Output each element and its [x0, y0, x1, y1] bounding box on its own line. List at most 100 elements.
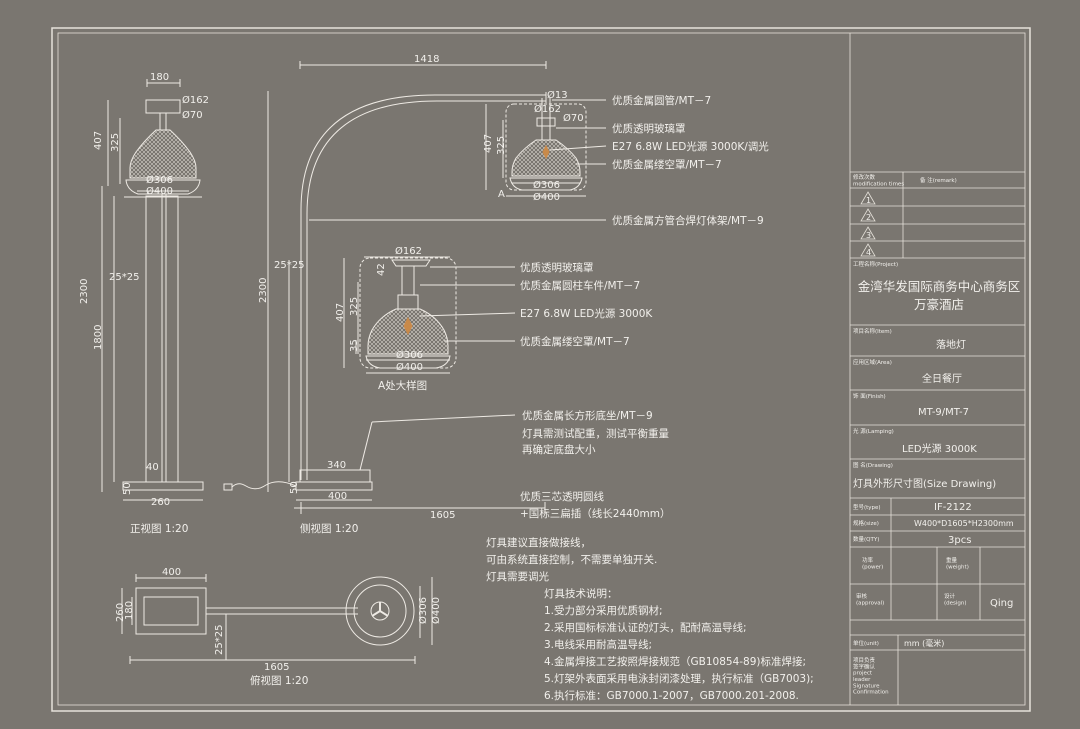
detail-label-shade: 优质金属缕空罩/MT－7	[520, 335, 630, 348]
tech-note-4: 4.金属焊接工艺按照焊接规范（GB10854-89)标准焊接;	[544, 655, 806, 668]
tb-lamping-value: LED光源 3000K	[902, 442, 977, 455]
top-dim-d306: Ø306	[417, 597, 429, 624]
detail-view	[343, 256, 516, 509]
tb-rev-4: 4	[866, 248, 871, 257]
tb-approval-label: 审核(approval)	[856, 592, 884, 606]
tb-drawing-value: 灯具外形尺寸图(Size Drawing)	[853, 477, 996, 490]
front-view-title: 正视图 1:20	[130, 522, 188, 535]
tb-project-value: 金湾华发国际商务中心商务区万豪酒店	[857, 279, 1021, 312]
top-dim-400: 400	[162, 567, 181, 578]
a-label-glass: 优质透明玻璃罩	[612, 122, 686, 135]
detail-dim-d400: Ø400	[396, 361, 423, 373]
top-dim-260: 260	[115, 603, 126, 622]
tb-design-label: 设计(design)	[944, 592, 967, 606]
tb-rev-2: 2	[866, 213, 871, 222]
tb-rev-3: 3	[866, 231, 871, 240]
front-dim-50: 50	[122, 482, 133, 495]
side-view	[223, 61, 547, 514]
install-note-2: 可由系统直接控制，不需要单独开关.	[486, 553, 657, 566]
a-dim-407: 407	[483, 134, 494, 153]
side-dim-50: 50	[289, 481, 300, 494]
side-dim-400: 400	[328, 491, 347, 502]
tb-item-value: 落地灯	[936, 338, 966, 351]
tb-weight-label: 重量(weight)	[946, 556, 969, 570]
front-dim-2300: 2300	[79, 279, 90, 304]
tb-finish-value: MT-9/MT-7	[918, 407, 969, 418]
base-note-2: 灯具需测试配重，测试平衡重量	[522, 427, 669, 440]
a-marker: A	[498, 189, 505, 200]
a-dim-d70: Ø70	[563, 112, 584, 124]
tb-type-label: 型号(type)	[853, 503, 881, 511]
tb-drawing-label: 图 名(Drawing)	[853, 461, 893, 469]
a-label-led: E27 6.8W LED光源 3000K/调光	[612, 140, 769, 153]
side-dim-340: 340	[327, 460, 346, 471]
base-note-3: 再确定底盘大小	[522, 443, 596, 456]
tech-note-1: 1.受力部分采用优质钢材;	[544, 604, 663, 617]
base-note-1: 优质金属长方形底坐/MT－9	[522, 409, 653, 422]
tb-area-value: 全日餐厅	[922, 372, 962, 385]
side-dim-1418: 1418	[414, 54, 439, 65]
notes: 灯具建议直接做接线， 可由系统直接控制，不需要单独开关. 灯具需要调光 灯具技术…	[486, 536, 814, 702]
tech-note-2: 2.采用国标标准认证的灯头，配耐高温导线;	[544, 621, 747, 634]
front-dim-d306: Ø306	[146, 174, 173, 186]
tech-note-5: 5.灯架外表面采用电泳封闭漆处理，执行标准（GB7003);	[544, 672, 814, 685]
front-dim-d162: Ø162	[182, 94, 209, 106]
tb-unit-label: 单位(unit)	[853, 639, 879, 647]
detail-title: A处大样图	[378, 379, 427, 392]
tb-lamping-label: 光 源(Lamping)	[853, 427, 894, 435]
tb-area-label: 应用区域(Area)	[853, 358, 892, 366]
install-note-3: 灯具需要调光	[486, 570, 549, 583]
top-dim-d400: Ø400	[430, 597, 442, 624]
top-dim-1605: 1605	[264, 662, 289, 673]
cable-note-1: 优质三芯透明圆线	[520, 490, 604, 503]
front-dim-d70: Ø70	[182, 109, 203, 121]
top-view-title: 俯视图 1:20	[250, 674, 308, 687]
detail-dim-d306: Ø306	[396, 349, 423, 361]
tb-rev-1: 1	[866, 196, 871, 205]
a-dim-d13: Ø13	[547, 89, 568, 101]
front-dim-407: 407	[93, 131, 104, 150]
tb-qty-value: 3pcs	[948, 535, 971, 546]
cable-note-2: +国标三扁插（线长2440mm）	[520, 507, 670, 520]
lamp-head-a	[309, 98, 607, 221]
front-dim-40: 40	[146, 462, 159, 473]
tb-item-label: 项目名称(Item)	[853, 327, 892, 335]
lamp-head-a-labels: Ø13 Ø162 Ø70 407 325 Ø306 Ø400 A 优质金属圆管/…	[483, 89, 769, 227]
tb-size-label: 规格(size)	[853, 519, 879, 527]
tb-qty-label: 数量(QTY)	[853, 535, 879, 543]
top-dim-tube: 25*25	[214, 625, 225, 655]
a-dim-325: 325	[496, 136, 507, 155]
side-dim-tube: 25*25	[274, 260, 304, 271]
front-dim-325: 325	[110, 133, 121, 152]
detail-dim-42: 42	[376, 263, 387, 276]
side-view-title: 侧视图 1:20	[300, 522, 358, 535]
tech-note-6: 6.执行标准：GB7000.1-2007，GB7000.201-2008.	[544, 689, 799, 702]
top-view-dims: 400 260 180 25*25 Ø306 Ø400 1605 俯视图 1:2…	[115, 567, 442, 687]
front-dim-1800: 1800	[93, 325, 104, 350]
tb-design-value: Qing	[990, 598, 1013, 609]
tb-size-value: W400*D1605*H2300mm	[914, 519, 1014, 528]
front-dim-180: 180	[150, 72, 169, 83]
tb-power-label: 功率(power)	[862, 556, 883, 570]
top-view	[121, 574, 433, 664]
a-dim-d306: Ø306	[533, 179, 560, 191]
detail-label-cylinder: 优质金属圆柱车件/MT－7	[520, 279, 640, 292]
title-block	[849, 33, 1025, 705]
front-dim-d400: Ø400	[146, 185, 173, 197]
a-label-tube: 优质金属圆管/MT－7	[612, 94, 711, 107]
detail-dim-325: 325	[349, 297, 360, 316]
tech-note-3: 3.电线采用耐高温导线;	[544, 638, 652, 651]
sheet-border	[51, 27, 1031, 712]
tb-type-value: IF-2122	[934, 502, 972, 513]
detail-dim-35: 35	[349, 339, 360, 352]
a-label-shade: 优质金属缕空罩/MT－7	[612, 158, 722, 171]
tb-unit-value: mm (毫米)	[904, 638, 944, 648]
install-note-1: 灯具建议直接做接线，	[486, 536, 591, 549]
front-view	[101, 79, 204, 501]
front-dim-tube: 25*25	[109, 272, 139, 283]
detail-dim-d162: Ø162	[395, 245, 422, 257]
detail-view-labels: Ø162 42 407 325 35 Ø306 Ø400 A处大样图 优质透明玻…	[335, 245, 670, 520]
